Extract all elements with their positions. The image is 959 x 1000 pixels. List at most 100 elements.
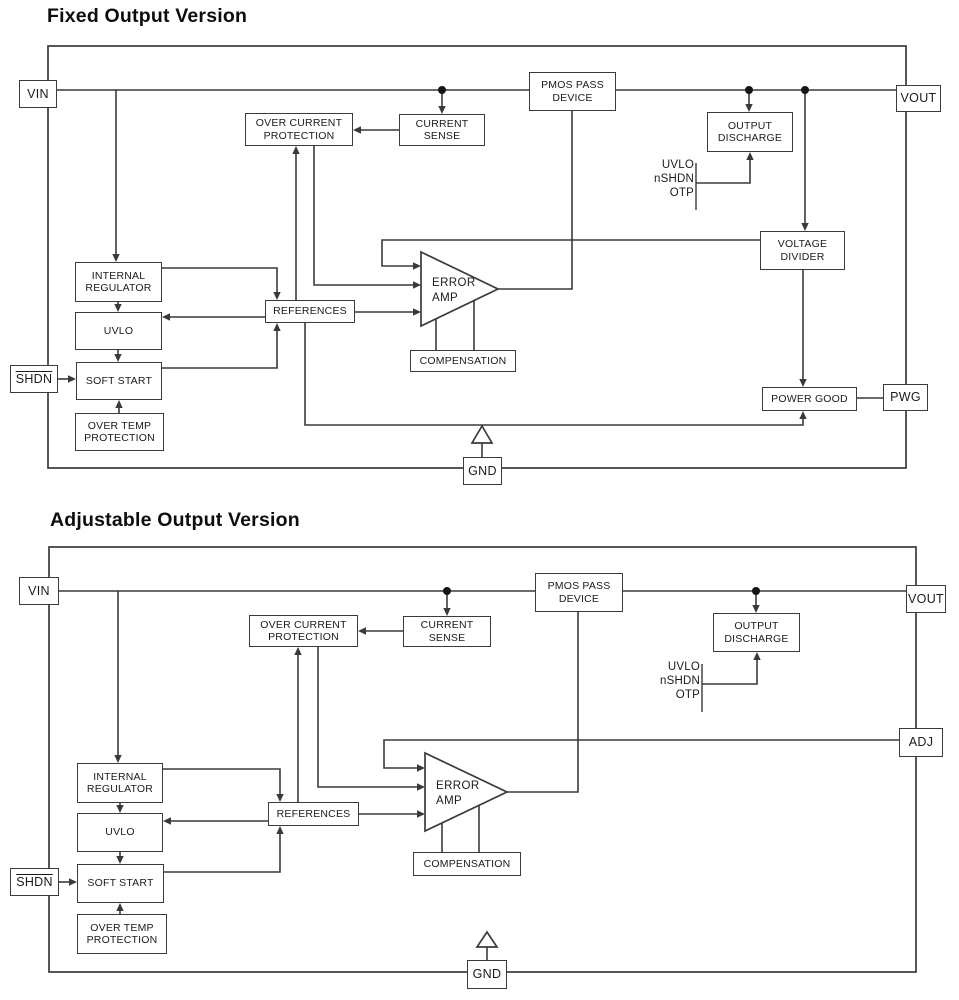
block-soft-start-label: SOFT START <box>87 877 154 890</box>
arrowhead <box>413 262 421 270</box>
signal-bundle-label: nSHDN <box>654 173 694 185</box>
block-shdn-label: SHDN <box>15 371 53 386</box>
arrowhead <box>114 354 122 362</box>
error-amp-triangle <box>424 751 509 833</box>
block-soft-start: SOFT START <box>77 864 164 903</box>
arrowhead <box>438 106 446 114</box>
junction-dot <box>752 587 760 595</box>
block-over-current-protection-label: PROTECTION <box>268 631 339 643</box>
arrowhead <box>292 146 300 154</box>
block-pmos-label: PMOS PASS <box>547 580 611 593</box>
arrowhead <box>162 313 170 321</box>
block-current-sense-label: SENSE <box>423 130 461 142</box>
signal-bundle-labels: UVLO nSHDN OTP <box>640 660 700 702</box>
block-vout-label: VOUT <box>908 591 944 606</box>
block-vout-label: VOUT <box>900 91 937 106</box>
signal-bundle-label: nSHDN <box>660 675 700 687</box>
block-compensation-label: COMPENSATION <box>423 857 511 870</box>
block-uvlo: UVLO <box>75 312 162 350</box>
arrowhead <box>799 411 807 419</box>
arrowhead <box>116 903 124 911</box>
block-power-good-label: POWER GOOD <box>771 392 848 405</box>
block-vin-label: VIN <box>28 583 50 598</box>
error-amp-label-line: ERROR <box>436 780 480 792</box>
block-vout: VOUT <box>906 585 946 613</box>
block-uvlo: UVLO <box>77 813 163 852</box>
arrowhead <box>752 605 760 613</box>
block-over-temp-protection-label: PROTECTION <box>84 432 155 444</box>
block-compensation: COMPENSATION <box>413 852 521 876</box>
block-internal-regulator-label: INTERNAL <box>93 770 147 783</box>
block-voltage-divider-label: VOLTAGE <box>777 238 828 251</box>
arrowhead <box>353 126 361 134</box>
block-adj-label: ADJ <box>908 735 934 750</box>
signal-bundle-labels: UVLO nSHDN OTP <box>634 158 694 200</box>
arrowhead <box>413 281 421 289</box>
block-gnd-label: GND <box>472 967 502 982</box>
arrowhead <box>276 794 284 802</box>
block-pmos-label: PMOS PASS <box>541 79 604 92</box>
arrowhead <box>801 223 809 231</box>
block-current-sense-label: CURRENT <box>415 117 469 130</box>
block-shdn: SHDN <box>10 365 58 393</box>
block-over-current-protection-label: OVER CURRENT <box>255 117 343 130</box>
block-references-label: REFERENCES <box>276 807 351 820</box>
junction-dot <box>745 86 753 94</box>
signal-bundle-label: OTP <box>669 187 694 199</box>
arrowhead <box>115 400 123 408</box>
block-pmos-label: DEVICE <box>558 592 600 605</box>
block-current-sense-label: CURRENT <box>420 619 474 632</box>
signal-bundle-label: UVLO <box>661 159 694 171</box>
block-shdn-label: SHDN <box>16 874 53 889</box>
block-vin-label: VIN <box>27 86 49 101</box>
block-references-label: REFERENCES <box>273 305 347 318</box>
block-soft-start-label: SOFT START <box>85 374 153 387</box>
arrowhead <box>163 817 171 825</box>
signal-bundle-label: UVLO <box>667 661 700 673</box>
arrowhead <box>114 304 122 312</box>
block-pwg-label: PWG <box>890 390 921 405</box>
block-compensation: COMPENSATION <box>410 350 516 372</box>
arrowhead <box>746 152 754 160</box>
junction-dot <box>801 86 809 94</box>
block-uvlo-label: UVLO <box>103 324 134 337</box>
block-output-discharge-label: OUTPUT <box>734 620 779 633</box>
block-gnd: GND <box>467 960 507 989</box>
block-internal-regulator-label: REGULATOR <box>85 282 152 294</box>
arrowhead <box>69 878 77 886</box>
block-adj: ADJ <box>899 728 943 757</box>
block-references: REFERENCES <box>268 802 359 826</box>
junction-dot <box>438 86 446 94</box>
block-over-temp-protection-label: OVER TEMP <box>90 921 154 934</box>
arrowhead <box>753 652 761 660</box>
block-over-temp-protection-label: OVER TEMP <box>87 419 152 432</box>
block-output-discharge-label: DISCHARGE <box>717 132 783 144</box>
block-over-temp-protection-label: PROTECTION <box>86 934 158 946</box>
arrowhead <box>116 856 124 864</box>
junction-dot <box>443 587 451 595</box>
block-vout: VOUT <box>896 85 941 112</box>
block-vin: VIN <box>19 577 59 605</box>
signal-bundle-label: OTP <box>675 689 700 701</box>
block-output-discharge-label: DISCHARGE <box>724 632 789 645</box>
arrowhead <box>417 810 425 818</box>
block-internal-regulator-label: INTERNAL <box>91 269 146 282</box>
error-amp-label-line: AMP <box>432 292 459 304</box>
block-gnd-label: GND <box>468 463 497 478</box>
block-power-good: POWER GOOD <box>762 387 857 411</box>
arrowhead <box>799 379 807 387</box>
title-fixed-output-version: Fixed Output Version <box>47 5 248 27</box>
error-amp-label-line: AMP <box>436 795 463 807</box>
